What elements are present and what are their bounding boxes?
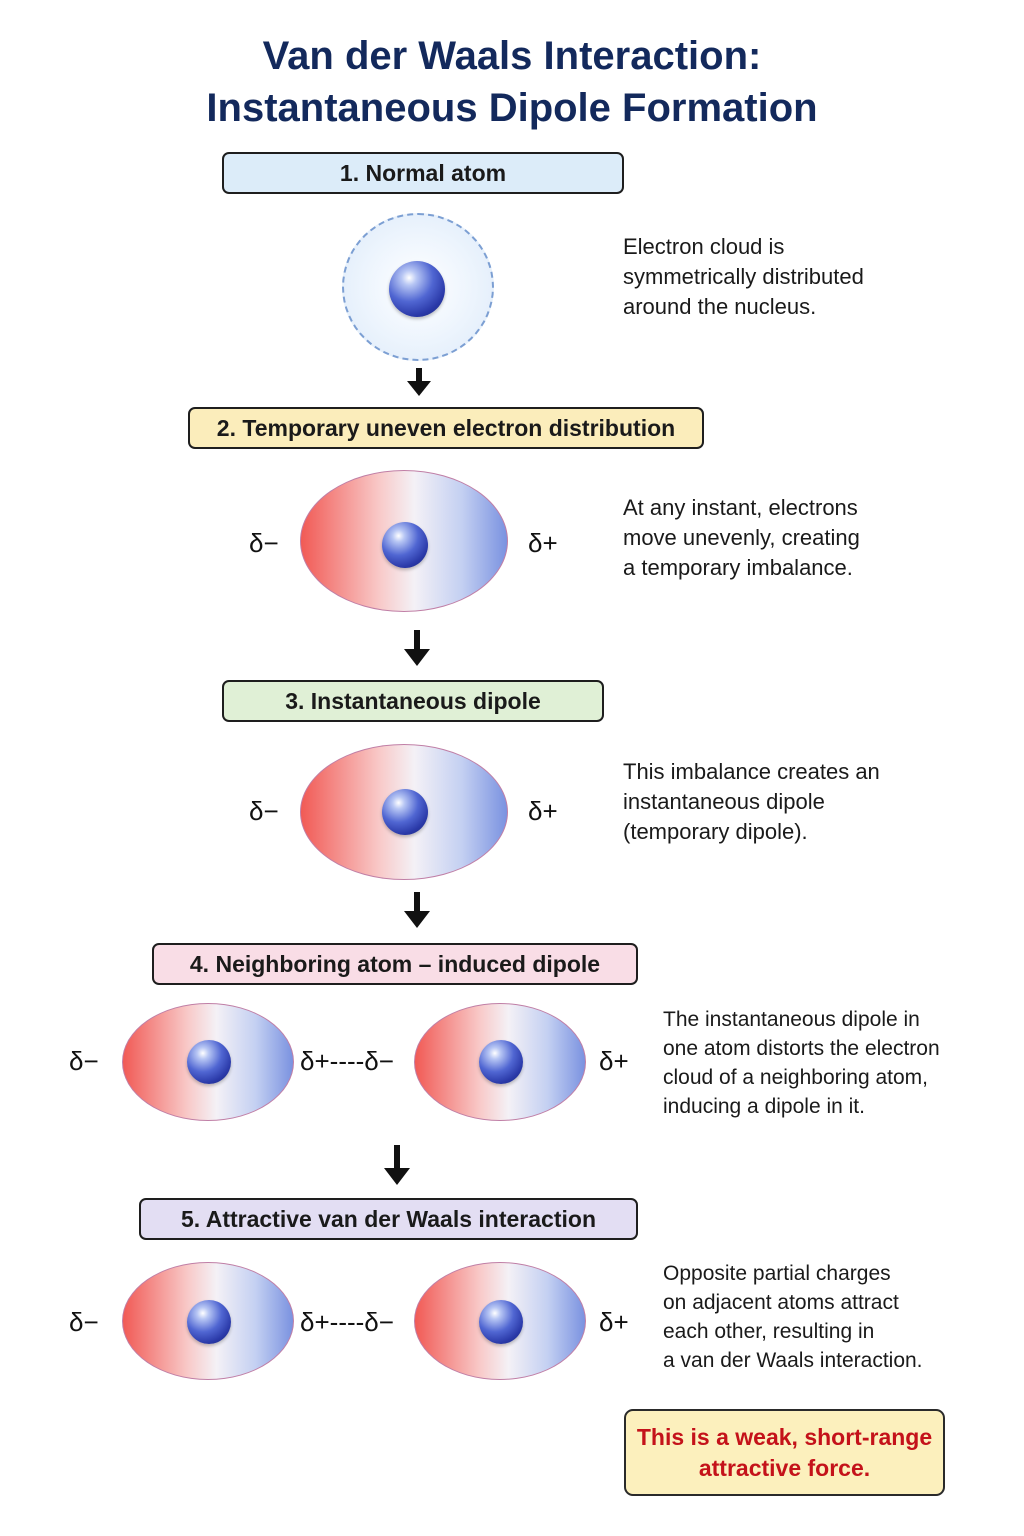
diagram-title-line-2: Instantaneous Dipole Formation: [206, 86, 818, 130]
step-2-description-line: a temporary imbalance.: [623, 555, 853, 580]
step-3-description-line: instantaneous dipole: [623, 789, 825, 814]
positive-charge-label: δ+: [528, 528, 558, 558]
note-line: attractive force.: [698, 1454, 871, 1481]
nucleus-icon: [382, 522, 428, 568]
attraction-link-label: δ+----δ−: [300, 1046, 394, 1076]
step-3-description: This imbalance creates an instantaneous …: [623, 757, 880, 847]
positive-charge-label: δ+: [599, 1307, 629, 1337]
diagram-title-line-1: Van der Waals Interaction:: [262, 34, 762, 78]
negative-charge-label: δ−: [249, 796, 279, 826]
step-4-description-line: The instantaneous dipole in: [663, 1008, 920, 1031]
step-5-label: 5. Attractive van der Waals interaction: [139, 1198, 638, 1240]
nucleus-icon: [187, 1300, 231, 1344]
step-2-description: At any instant, electrons move unevenly,…: [623, 493, 860, 583]
step-2-label: 2. Temporary uneven electron distributio…: [188, 407, 704, 449]
note-line: This is a weak, short-range: [636, 1423, 933, 1450]
step-5-description-line: on adjacent atoms attract: [663, 1291, 899, 1314]
step-4-description-line: one atom distorts the electron: [663, 1037, 940, 1060]
step-2-description-line: At any instant, electrons: [623, 495, 858, 520]
positive-charge-label: δ+: [528, 796, 558, 826]
positive-charge-label: δ+: [599, 1046, 629, 1076]
nucleus-icon: [187, 1040, 231, 1084]
negative-charge-label: δ−: [69, 1046, 99, 1076]
negative-charge-label: δ−: [69, 1307, 99, 1337]
down-arrow-icon: [407, 368, 431, 396]
step-3-description-line: This imbalance creates an: [623, 759, 880, 784]
down-arrow-icon: [404, 892, 430, 928]
step-1-description-line: around the nucleus.: [623, 294, 817, 319]
step-1-description-line: symmetrically distributed: [623, 264, 864, 289]
step-3-label: 3. Instantaneous dipole: [222, 680, 604, 722]
step-2-description-line: move unevenly, creating: [623, 525, 860, 550]
negative-charge-label: δ−: [249, 528, 279, 558]
step-5-description-line: Opposite partial charges: [663, 1262, 891, 1285]
nucleus-icon: [479, 1040, 523, 1084]
nucleus-icon: [389, 261, 445, 317]
weak-force-note: This is a weak, short-range attractive f…: [624, 1409, 945, 1496]
step-4-label: 4. Neighboring atom – induced dipole: [152, 943, 638, 985]
attraction-link-label: δ+----δ−: [300, 1307, 394, 1337]
step-4-description-line: inducing a dipole in it.: [663, 1095, 865, 1118]
step-4-description: The instantaneous dipole in one atom dis…: [663, 1005, 940, 1121]
down-arrow-icon: [404, 630, 430, 666]
nucleus-icon: [479, 1300, 523, 1344]
down-arrow-icon: [384, 1145, 410, 1185]
step-5-description: Opposite partial charges on adjacent ato…: [663, 1259, 923, 1375]
step-1-label: 1. Normal atom: [222, 152, 624, 194]
nucleus-icon: [382, 789, 428, 835]
step-5-description-line: a van der Waals interaction.: [663, 1349, 923, 1372]
step-3-description-line: (temporary dipole).: [623, 819, 808, 844]
step-1-description-line: Electron cloud is: [623, 234, 785, 259]
step-4-description-line: cloud of a neighboring atom,: [663, 1066, 929, 1089]
step-5-description-line: each other, resulting in: [663, 1320, 875, 1343]
step-1-description: Electron cloud is symmetrically distribu…: [623, 232, 864, 322]
